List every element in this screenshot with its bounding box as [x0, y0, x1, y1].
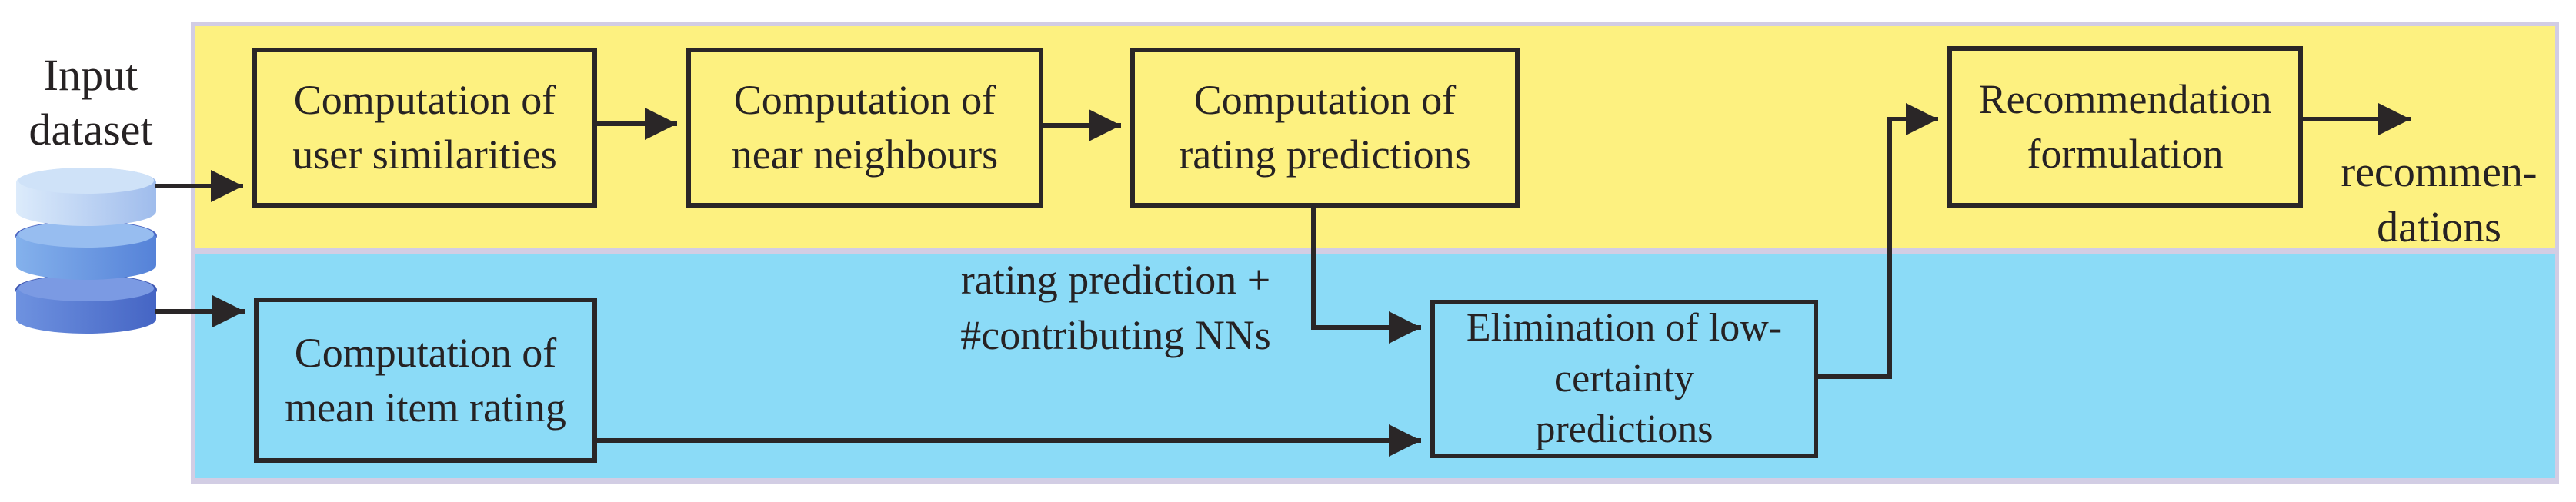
connector-lines [155, 103, 2411, 457]
annotation-line2: #contributing NNs [960, 312, 1271, 358]
box-label-line: Computation of [733, 77, 996, 123]
box-computation-near-neighbours: Computation of near neighbours [686, 48, 1043, 208]
rating-prediction-annotation: rating prediction + #contributing NNs [877, 252, 1354, 363]
output-label-line2: dations [2377, 204, 2501, 251]
top-band-yellow [195, 26, 2555, 248]
box-label-line: Elimination of low- [1466, 306, 1783, 350]
box-computation-user-similarities: Computation of user similarities [252, 48, 597, 208]
box-computation-rating-predictions: Computation of rating predictions [1130, 48, 1520, 208]
box-label-line: certainty [1554, 357, 1694, 401]
box-label-line: Recommendation [1978, 76, 2272, 122]
box-label-line: Computation of [293, 77, 556, 123]
box-label-line: rating predictions [1179, 131, 1471, 178]
input-dataset-label-line1: Input [43, 50, 138, 100]
box-label-line: near neighbours [731, 131, 999, 178]
box-recommendation-formulation: Recommendation formulation [1947, 46, 2303, 208]
box-label-line: mean item rating [285, 384, 566, 431]
output-label-line1: recommen- [2341, 148, 2538, 196]
box-computation-mean-item-rating: Computation of mean item rating [254, 298, 597, 463]
database-icon [15, 168, 157, 334]
arrow-rating-predictions-to-low-certainty [1311, 208, 1421, 344]
box-label-line: Computation of [1193, 77, 1457, 123]
box-label-line: Computation of [294, 329, 557, 376]
recommendations-output-label: recommen- dations [2312, 145, 2566, 255]
box-label-line: formulation [2027, 131, 2224, 177]
arrow-low-certainty-to-recommendation [1818, 103, 1938, 379]
input-dataset-label: Input dataset [0, 48, 182, 157]
annotation-line1: rating prediction + [960, 257, 1271, 303]
box-label-line: user similarities [292, 131, 557, 178]
box-elimination-low-certainty-predictions: Elimination of low- certainty prediction… [1430, 300, 1818, 458]
box-label-line: predictions [1535, 407, 1713, 451]
input-dataset-label-line2: dataset [28, 105, 153, 155]
